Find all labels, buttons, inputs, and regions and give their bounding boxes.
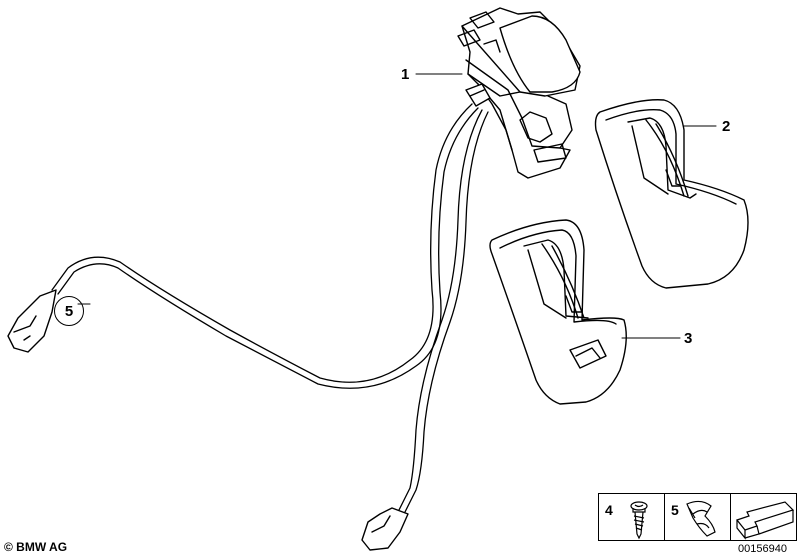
cable-harness	[51, 103, 489, 515]
screw-icon	[630, 501, 648, 540]
callout-2: 2	[722, 118, 731, 135]
callout-3: 3	[684, 330, 693, 347]
legend-cell-screw: 4	[599, 494, 665, 540]
control-unit-part-1	[457, 7, 581, 179]
connector-bottom	[361, 507, 409, 551]
arrow-icon	[735, 501, 795, 540]
legend-cell-arrow	[731, 494, 796, 540]
legend-box: 4 5	[598, 493, 797, 541]
connector-left	[7, 289, 57, 353]
legend-number-4: 4	[605, 502, 613, 518]
legend-number-5: 5	[671, 502, 679, 518]
legend-cell-clip: 5	[665, 494, 731, 540]
document-number: 00156940	[738, 543, 787, 555]
cable-clip-icon	[686, 500, 716, 537]
callout-5-circled: 5	[54, 296, 84, 326]
trim-cover-part-2	[594, 99, 749, 289]
callout-1: 1	[401, 66, 410, 83]
copyright: © BMW AG	[4, 540, 68, 554]
trim-cover-part-3	[489, 219, 627, 405]
callout-5-label: 5	[64, 302, 74, 320]
leader-lines	[77, 73, 717, 339]
